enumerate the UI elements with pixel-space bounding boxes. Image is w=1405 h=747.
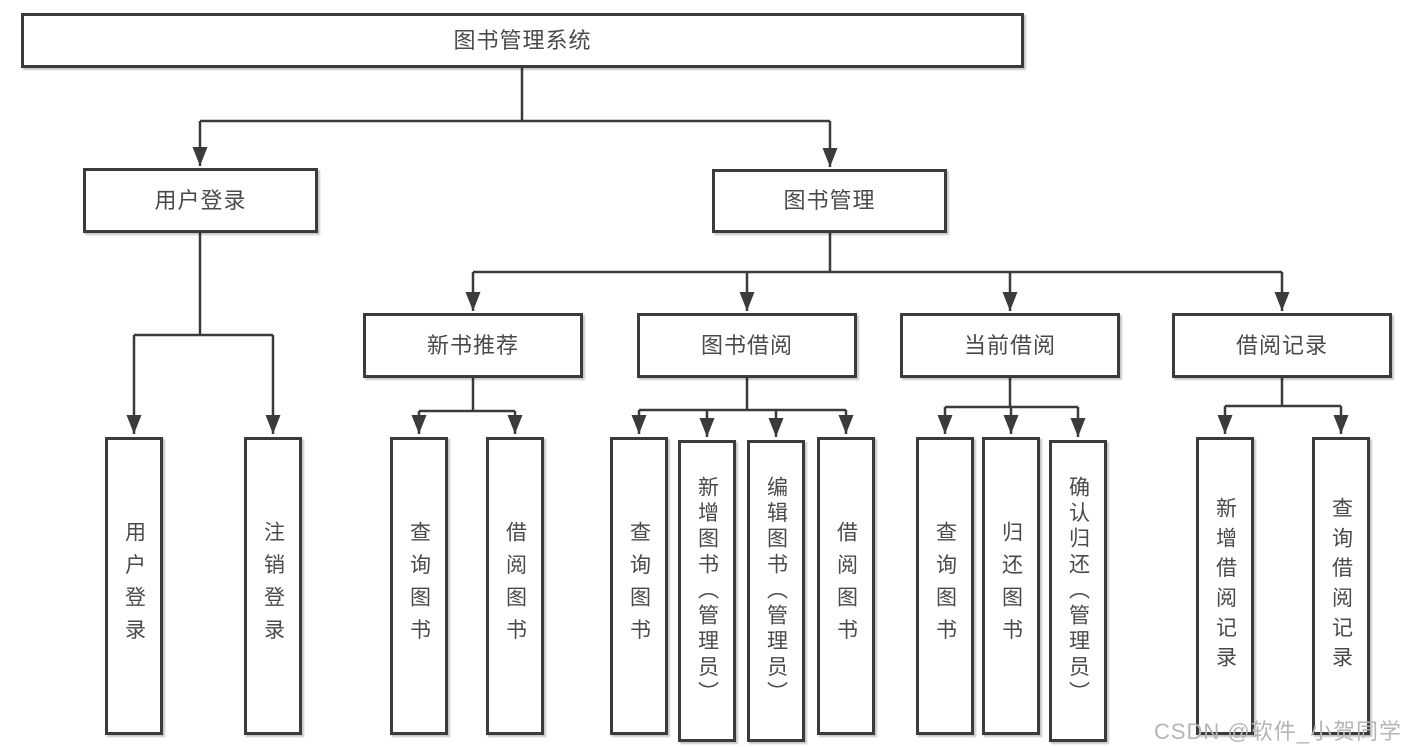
connector-borrow-records	[1217, 378, 1349, 434]
node-query-borrow-record: 查询借阅记录	[1312, 437, 1370, 735]
node-return-book: 归还图书	[982, 437, 1040, 735]
node-add-book-admin: 新增图书（管理员）	[678, 440, 736, 742]
connector-book-borrow	[631, 378, 854, 437]
node-borrow-books-1: 借阅图书	[486, 437, 544, 735]
node-query-books-2: 查询图书	[610, 437, 668, 735]
connector-new-book-recommend	[411, 378, 523, 434]
node-add-borrow-record: 新增借阅记录	[1196, 437, 1254, 735]
connector-user-login	[126, 233, 281, 434]
node-logout: 注销登录	[244, 437, 302, 735]
node-book-management: 图书管理	[712, 169, 947, 233]
node-book-borrow: 图书借阅	[637, 313, 857, 378]
node-user-login: 用户登录	[83, 168, 318, 233]
node-confirm-return-admin: 确认归还（管理员）	[1049, 440, 1107, 742]
node-current-borrow: 当前借阅	[900, 313, 1120, 378]
node-user-login-leaf: 用户登录	[105, 437, 163, 735]
node-new-book-recommend: 新书推荐	[363, 313, 583, 378]
node-library-system: 图书管理系统	[21, 13, 1024, 68]
node-edit-book-admin: 编辑图书（管理员）	[747, 440, 805, 742]
csdn-watermark: CSDN @软件_小贺同学	[1153, 719, 1402, 744]
connector-current-borrow	[937, 378, 1086, 437]
node-query-books-1: 查询图书	[390, 437, 448, 735]
connector-root	[192, 68, 838, 167]
node-borrow-books-2: 借阅图书	[817, 437, 875, 735]
connector-book-management	[465, 233, 1290, 311]
node-borrow-records: 借阅记录	[1172, 313, 1392, 378]
node-query-books-3: 查询图书	[916, 437, 974, 735]
